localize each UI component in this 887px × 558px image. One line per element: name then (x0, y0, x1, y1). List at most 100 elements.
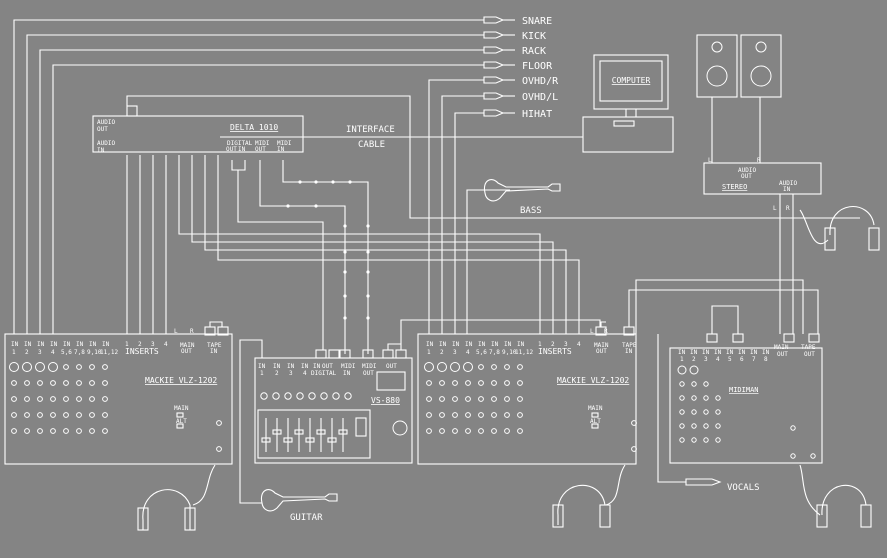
svg-text:MAIN: MAIN (180, 342, 195, 349)
interface-cable: INTERFACE CABLE (220, 125, 583, 150)
computer: COMPUTER (582, 54, 674, 153)
svg-text:INSERTS: INSERTS (125, 347, 159, 356)
svg-text:OUT: OUT (255, 146, 266, 153)
in-number: 4 (51, 349, 55, 356)
drum-cables-left (13, 19, 484, 334)
in-number: 1 (12, 349, 16, 356)
svg-text:TAPE: TAPE (801, 344, 816, 351)
delta-1010: AUDIO OUT AUDIO IN DELTA 1010 DIGITAL OU… (92, 105, 304, 154)
bass-cable (466, 189, 510, 334)
svg-text:L: L (174, 328, 178, 335)
svg-text:IN: IN (273, 363, 281, 370)
svg-text:AUDIO: AUDIO (97, 140, 115, 147)
svg-text:ALT: ALT (590, 418, 601, 425)
mackie-right-panel (417, 333, 637, 465)
label-ovhd-r: OVHD/R (522, 76, 559, 87)
in-label: IN (439, 341, 447, 348)
midiman-in-number: 7 (752, 356, 756, 363)
in-label: IN (504, 341, 512, 348)
bass-guitar-icon: BASS (483, 179, 561, 216)
svg-text:R: R (190, 328, 194, 335)
svg-text:IN: IN (625, 348, 633, 355)
in-number: 3 (453, 349, 457, 356)
drum-cables-right (428, 79, 484, 334)
midiman-in-number: 6 (740, 356, 744, 363)
mackie-right-knobs (424, 362, 637, 452)
svg-text:L: L (708, 157, 712, 164)
svg-text:3: 3 (289, 370, 293, 377)
svg-text:MAIN: MAIN (588, 405, 603, 412)
svg-text:2: 2 (275, 370, 279, 377)
in-label: IN (452, 341, 460, 348)
svg-text:IN: IN (238, 146, 246, 153)
computer-monitor (593, 54, 669, 110)
in-label: IN (11, 341, 19, 348)
svg-text:TAPE: TAPE (622, 342, 637, 349)
vocals-cable (657, 334, 686, 483)
in-label: IN (426, 341, 434, 348)
midiman-in-label: IN (702, 349, 710, 356)
svg-text:IN: IN (783, 186, 791, 193)
label-rack: RACK (522, 46, 546, 57)
vocals-label: VOCALS (727, 483, 760, 493)
svg-text:MIDI: MIDI (362, 363, 377, 370)
in-label: IN (102, 341, 110, 348)
midiman-in-label: IN (738, 349, 746, 356)
svg-text:DIGITAL: DIGITAL (227, 140, 253, 147)
label-hihat: HIHAT (522, 109, 552, 120)
in-number: 5,6 (61, 349, 72, 356)
in-number: 3 (38, 349, 42, 356)
in-number: 1 (427, 349, 431, 356)
svg-text:OUT: OUT (363, 370, 374, 377)
midiman-in-number: 5 (728, 356, 732, 363)
in-label: IN (465, 341, 473, 348)
svg-text:2: 2 (551, 341, 555, 348)
svg-text:OUT: OUT (97, 126, 108, 133)
computer-label: COMPUTER (612, 76, 651, 85)
svg-text:IN: IN (313, 363, 321, 370)
in-number: 11,12 (515, 349, 533, 356)
svg-text:4: 4 (303, 370, 307, 377)
svg-text:OUT: OUT (181, 348, 192, 355)
cable-label: CABLE (358, 140, 385, 150)
svg-text:MAIN: MAIN (774, 344, 789, 351)
label-kick: KICK (522, 31, 546, 42)
midiman-in-number: 1 (680, 356, 684, 363)
svg-text:R: R (757, 157, 761, 164)
in-label: IN (76, 341, 84, 348)
vs880-controls (260, 392, 352, 452)
in-number: 7,8 (74, 349, 85, 356)
midiman-in-number: 8 (764, 356, 768, 363)
svg-text:OUT: OUT (596, 348, 607, 355)
in-number: 9,10 (87, 349, 102, 356)
mackie-right-title: MACKIE VLZ-1202 (557, 376, 629, 385)
svg-text:IN: IN (277, 146, 285, 153)
vs880-faders (257, 409, 371, 459)
speaker-right (740, 34, 782, 98)
svg-text:IN: IN (258, 363, 266, 370)
in-label: IN (37, 341, 45, 348)
jack-ovhd-l: OVHD/L (483, 92, 558, 103)
in-label: IN (478, 341, 486, 348)
svg-text:4: 4 (577, 341, 581, 348)
svg-text:MIDI: MIDI (277, 140, 292, 147)
svg-text:IN: IN (97, 147, 105, 154)
jack-rack: RACK (483, 46, 546, 57)
in-label: IN (89, 341, 97, 348)
svg-text:3: 3 (564, 341, 568, 348)
guitar-cable (239, 339, 263, 504)
in-number: 5,6 (476, 349, 487, 356)
svg-text:OUT: OUT (322, 363, 333, 370)
vocal-mic-icon: VOCALS (685, 478, 760, 493)
midiman-panel (669, 347, 823, 464)
headphones-top-right (799, 205, 880, 251)
svg-text:ALT: ALT (176, 418, 187, 425)
svg-text:IN: IN (287, 363, 295, 370)
svg-text:AUDIO: AUDIO (779, 180, 797, 187)
jack-ovhd-r: OVHD/R (483, 76, 559, 87)
svg-text:INSERTS: INSERTS (538, 347, 572, 356)
speaker-amp (703, 162, 822, 195)
computer-base (582, 116, 674, 153)
